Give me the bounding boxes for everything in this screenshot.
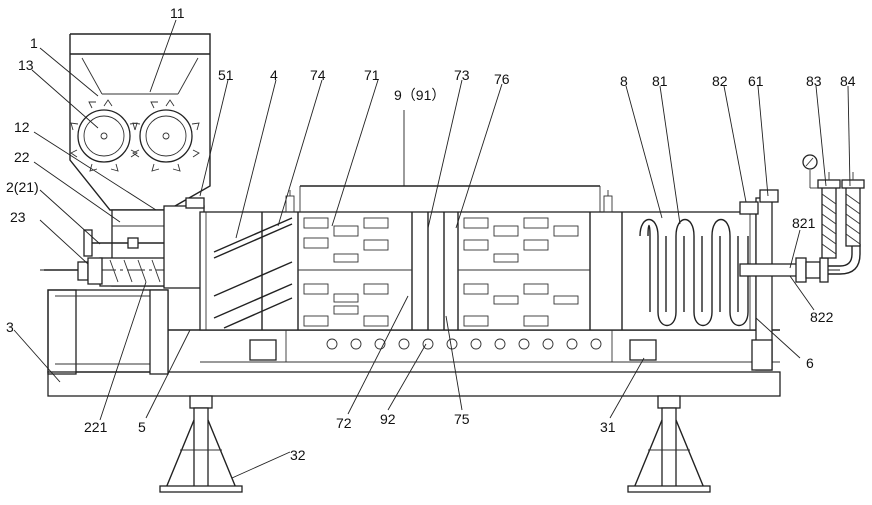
label-74: 74	[310, 67, 326, 83]
filter-columns	[802, 154, 865, 259]
label-22: 22	[14, 149, 30, 165]
label-821: 821	[792, 215, 816, 231]
leader-lines	[13, 19, 851, 479]
label-3: 3	[6, 319, 14, 335]
label-822: 822	[810, 309, 834, 325]
label-75: 75	[454, 411, 470, 427]
crusher-roller-right	[132, 99, 200, 172]
outlet-chamber	[739, 189, 779, 371]
label-51: 51	[218, 67, 234, 83]
support-stand-right	[627, 395, 711, 493]
label-5: 5	[138, 419, 146, 435]
label-73: 73	[454, 67, 470, 83]
label-31: 31	[600, 419, 616, 435]
label-92: 92	[380, 411, 396, 427]
label-6: 6	[806, 355, 814, 371]
label-2-21: 2(21)	[6, 179, 39, 195]
label-23: 23	[10, 209, 26, 225]
label-4: 4	[270, 67, 278, 83]
base-frame	[47, 289, 781, 397]
label-1: 1	[30, 35, 38, 51]
label-82: 82	[712, 73, 728, 89]
label-81: 81	[652, 73, 668, 89]
label-11: 11	[170, 5, 185, 21]
burner-row	[326, 338, 602, 350]
label-9-91: 9（91）	[394, 87, 445, 103]
callout-labels: 1 11 13 12 22 2(21) 23 3 51 4 74 71 9（91…	[6, 5, 856, 463]
label-13: 13	[18, 57, 34, 73]
label-83: 83	[806, 73, 822, 89]
support-stand-left	[159, 395, 243, 493]
label-61: 61	[748, 73, 764, 89]
label-84: 84	[840, 73, 856, 89]
label-8: 8	[620, 73, 628, 89]
label-71: 71	[364, 67, 380, 83]
label-221: 221	[84, 419, 108, 435]
crusher-roller-left	[70, 99, 138, 172]
label-32: 32	[290, 447, 306, 463]
label-12: 12	[14, 119, 30, 135]
main-drum	[199, 185, 757, 331]
label-72: 72	[336, 415, 352, 431]
heating-coil	[639, 218, 749, 327]
gas-outlet-pipe	[739, 244, 861, 283]
label-76: 76	[494, 71, 510, 87]
